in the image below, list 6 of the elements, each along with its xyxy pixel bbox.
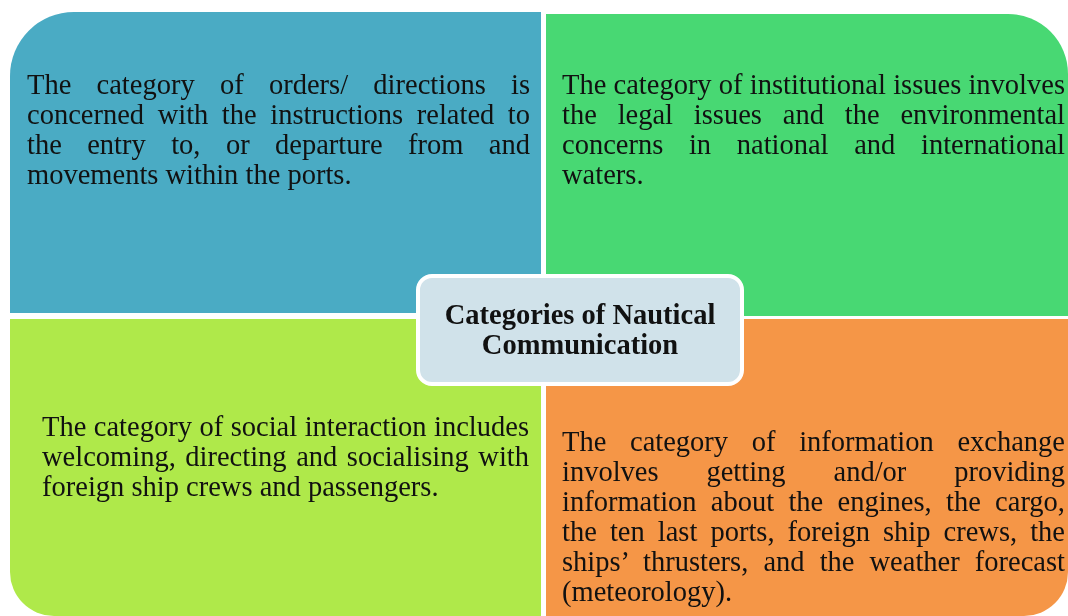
central-box [416,274,744,386]
category-description: The category of social interaction includes welcoming, directing and socialising with foreign ship crews and passengers. [42,412,529,502]
category-description: The category of institutional issues involves the legal issues and the environmental concerns in national and international waters. [562,70,1065,190]
category-description: The category of orders/ directions is concerned with the instructions related to the entry to, or departure from and movements within the ports. [27,70,530,190]
category-description: The category of information exchange involves getting and/or providing information about the engines, the cargo, the ten last ports, foreign ship crews, the ships’ thrusters, and the weather forecast (meteorology). [562,427,1065,607]
node-label: Categories of Nautical Communication [443,300,717,360]
